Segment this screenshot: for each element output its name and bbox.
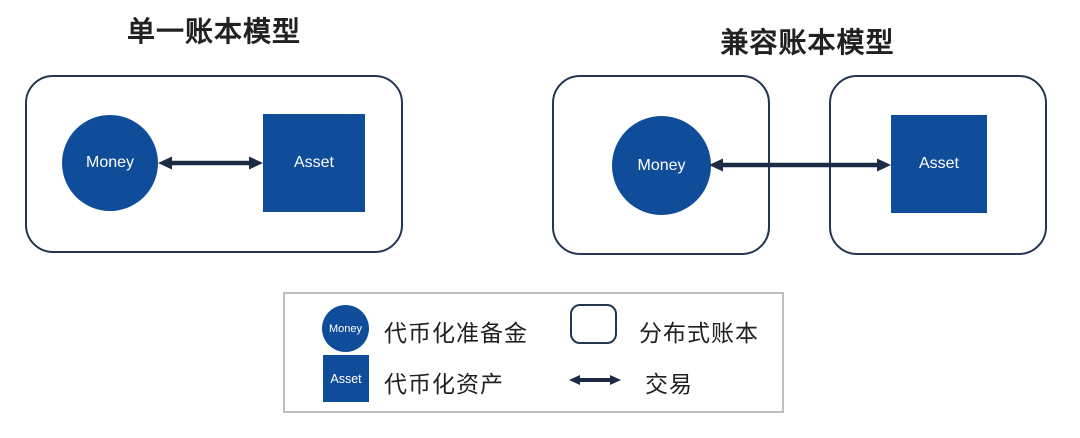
legend-asset-swatch-label: Asset	[330, 371, 362, 386]
legend-distributed-ledger-label: 分布式账本	[639, 320, 759, 346]
legend-transaction-label: 交易	[645, 371, 693, 397]
asset-node-single-ledger: Asset	[263, 114, 365, 212]
legend-money-circle-icon: Money	[322, 305, 369, 352]
legend-money-swatch-label: Money	[328, 322, 363, 335]
money-node-single-ledger: Money	[62, 115, 158, 211]
single-ledger-model-title: 单一账本模型	[126, 16, 301, 47]
transaction-arrow-compatible-ledger-icon	[709, 158, 891, 172]
asset-node-compatible-ledger: Asset	[891, 115, 987, 213]
compatible-ledger-model-title: 兼容账本模型	[720, 27, 895, 58]
transaction-arrow-single-ledger-icon	[158, 156, 263, 170]
asset-node-label: Asset	[293, 154, 334, 171]
legend-asset-square-icon: Asset	[323, 355, 369, 402]
legend-transaction-arrow-icon	[569, 375, 621, 385]
asset-node-label: Asset	[918, 155, 959, 172]
money-node-label: Money	[85, 154, 135, 171]
legend-tokenized-reserve-label: 代币化准备金	[384, 320, 528, 346]
money-node-label: Money	[637, 156, 686, 174]
legend-tokenized-asset-label: 代币化资产	[384, 371, 504, 397]
legend-distributed-ledger-icon	[570, 304, 617, 344]
money-node-compatible-ledger: Money	[612, 116, 711, 215]
legend-box: Money 代币化准备金 分布式账本 Asset 代币化资产 交易	[283, 292, 784, 413]
